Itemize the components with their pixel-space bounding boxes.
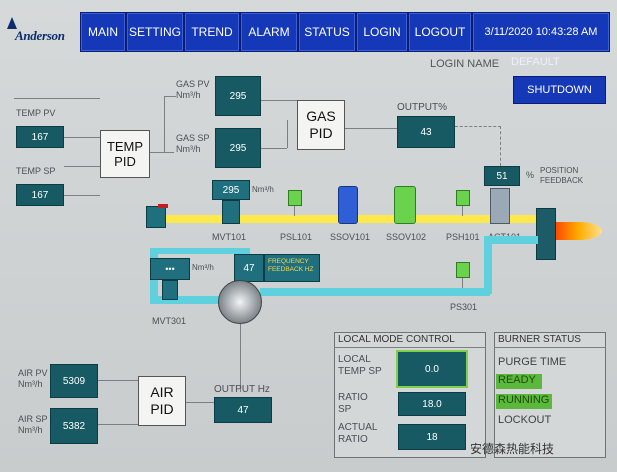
tag-psl101: PSL101: [280, 232, 313, 242]
ratio-sp-input[interactable]: 18.0: [398, 392, 466, 416]
gas-output-label: OUTPUT%: [397, 102, 447, 113]
actual-ratio-value: 18: [398, 424, 466, 450]
actuator-valve-icon: [490, 188, 510, 224]
local-mode-title: LOCAL MODE CONTROL: [338, 334, 455, 345]
ssov102-valve-icon: [394, 186, 416, 224]
nav-status-button[interactable]: STATUS: [298, 12, 356, 52]
air-pipe-top: [490, 236, 538, 244]
gas-flow-unit: Nm³/h: [252, 185, 274, 194]
gas-pv-label: GAS PV Nm³/h: [176, 79, 210, 100]
burner-icon: [536, 208, 556, 260]
gas-pv-value: 295: [215, 76, 261, 116]
air-sp-value: 5382: [50, 408, 98, 444]
actuator-unit: %: [526, 170, 535, 180]
nav-login-button[interactable]: LOGIN: [356, 12, 408, 52]
local-temp-sp-label: LOCAL TEMP SP: [338, 354, 382, 377]
ratio-sp-label: RATIO SP: [338, 392, 368, 415]
air-output-label: OUTPUT Hz: [214, 384, 270, 395]
gas-flowmeter-icon: [222, 200, 240, 224]
valve-handle-icon: [158, 204, 168, 208]
vfd-frequency-value: 47: [234, 254, 264, 282]
air-pv-value: 5309: [50, 364, 98, 398]
tag-mvt301: MVT301: [152, 316, 187, 326]
burner-status-title: BURNER STATUS: [498, 334, 581, 345]
brand-logo: Anderson: [6, 14, 78, 44]
status-lockout: LOCKOUT: [498, 414, 552, 426]
air-pipe-inlet: [150, 296, 222, 304]
pressure-switch-high-icon: [456, 190, 470, 206]
login-name-value: DEFAULT: [511, 56, 560, 68]
air-flowmeter-display: •••: [150, 258, 190, 280]
nav-setting-button[interactable]: SETTING: [126, 12, 184, 52]
manual-valve-icon: [146, 206, 166, 228]
pressure-switch-low-icon: [288, 190, 302, 206]
air-sp-label: AIR SP Nm³/h: [18, 414, 48, 435]
login-name-label: LOGIN NAME: [430, 58, 500, 70]
nav-logout-button[interactable]: LOGOUT: [408, 12, 472, 52]
air-pipe-vertical: [484, 236, 492, 294]
air-pipe-main: [260, 288, 490, 296]
flame-icon: [556, 222, 602, 240]
nav-main-button[interactable]: MAIN: [80, 12, 126, 52]
air-flow-unit: Nm³/h: [192, 263, 214, 272]
temp-sp-value[interactable]: 167: [16, 184, 64, 206]
temp-pv-value: 167: [16, 126, 64, 148]
shutdown-button[interactable]: SHUTDOWN: [513, 76, 606, 104]
status-ready: READY: [496, 374, 542, 389]
air-pipe-upper: [150, 248, 250, 254]
tag-ps301: PS301: [450, 302, 478, 312]
temp-pid-block[interactable]: TEMP PID: [100, 130, 150, 178]
gas-sp-value: 295: [215, 128, 261, 168]
gas-sp-label: GAS SP Nm³/h: [176, 133, 210, 154]
tag-psh101: PSH101: [446, 232, 480, 242]
air-pid-block[interactable]: AIR PID: [138, 376, 186, 426]
actuator-feedback-label: POSITION FEEDBACK: [540, 166, 584, 185]
temp-pv-label: TEMP PV: [16, 108, 56, 118]
actuator-position-value: 51: [484, 166, 520, 186]
nav-alarm-button[interactable]: ALARM: [240, 12, 298, 52]
actual-ratio-label: ACTUAL RATIO: [338, 422, 378, 445]
local-temp-sp-input[interactable]: 0.0: [396, 350, 468, 388]
ssov101-valve-icon: [338, 186, 358, 224]
status-purge-time: PURGE TIME: [498, 356, 567, 368]
tag-ssov102: SSOV102: [386, 232, 427, 242]
nav-trend-button[interactable]: TREND: [184, 12, 240, 52]
datetime-display: 3/11/2020 10:43:28 AM: [472, 12, 610, 52]
tag-ssov101: SSOV101: [330, 232, 371, 242]
temp-sp-label: TEMP SP: [16, 166, 56, 176]
air-pv-label: AIR PV Nm³/h: [18, 368, 48, 389]
status-running: RUNNING: [496, 394, 552, 409]
air-output-value: 47: [214, 397, 272, 423]
blower-fan-icon: [218, 280, 262, 324]
gas-flowmeter-display: 295: [212, 180, 250, 200]
gas-output-value: 43: [397, 116, 455, 148]
vfd-frequency-label: FREQUENCY FEEDBACK HZ: [264, 254, 320, 282]
anderson-logo-icon: [7, 17, 17, 29]
pressure-switch-air-icon: [456, 262, 470, 278]
air-flowmeter-icon: [162, 280, 178, 300]
tag-mvt101: MVT101: [212, 232, 247, 242]
gas-pid-block[interactable]: GAS PID: [297, 100, 345, 150]
watermark: 安德森热能科技: [470, 442, 555, 456]
